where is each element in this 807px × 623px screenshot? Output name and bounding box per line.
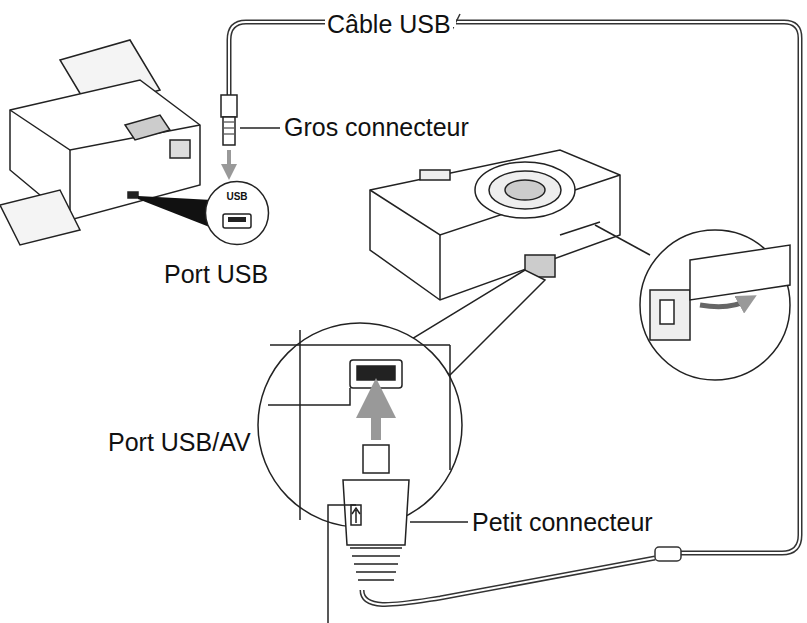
zoom-wedge (138, 196, 212, 228)
usb-cable (229, 14, 800, 605)
usb-port-symbol (223, 214, 251, 228)
part-label: Port USB (162, 262, 270, 287)
printer (0, 40, 212, 245)
leader-line (240, 127, 280, 129)
ferrite-core (655, 547, 681, 561)
leader-line (328, 505, 356, 623)
part-label: Port USB/AV (106, 430, 253, 455)
small-connector (328, 445, 468, 623)
cover-zoom (640, 230, 790, 380)
part-label: Gros connecteur (282, 115, 471, 140)
large-connector (221, 95, 280, 172)
circle-outline (204, 180, 270, 246)
part-label: Petit connecteur (470, 510, 655, 535)
zoom-wedge (595, 225, 650, 255)
leader-line (268, 388, 350, 405)
part-label: Câble USB (325, 12, 453, 37)
port-zoom-circle: USB (204, 180, 270, 246)
leader-line (410, 521, 468, 523)
port-label: USB (204, 192, 270, 202)
